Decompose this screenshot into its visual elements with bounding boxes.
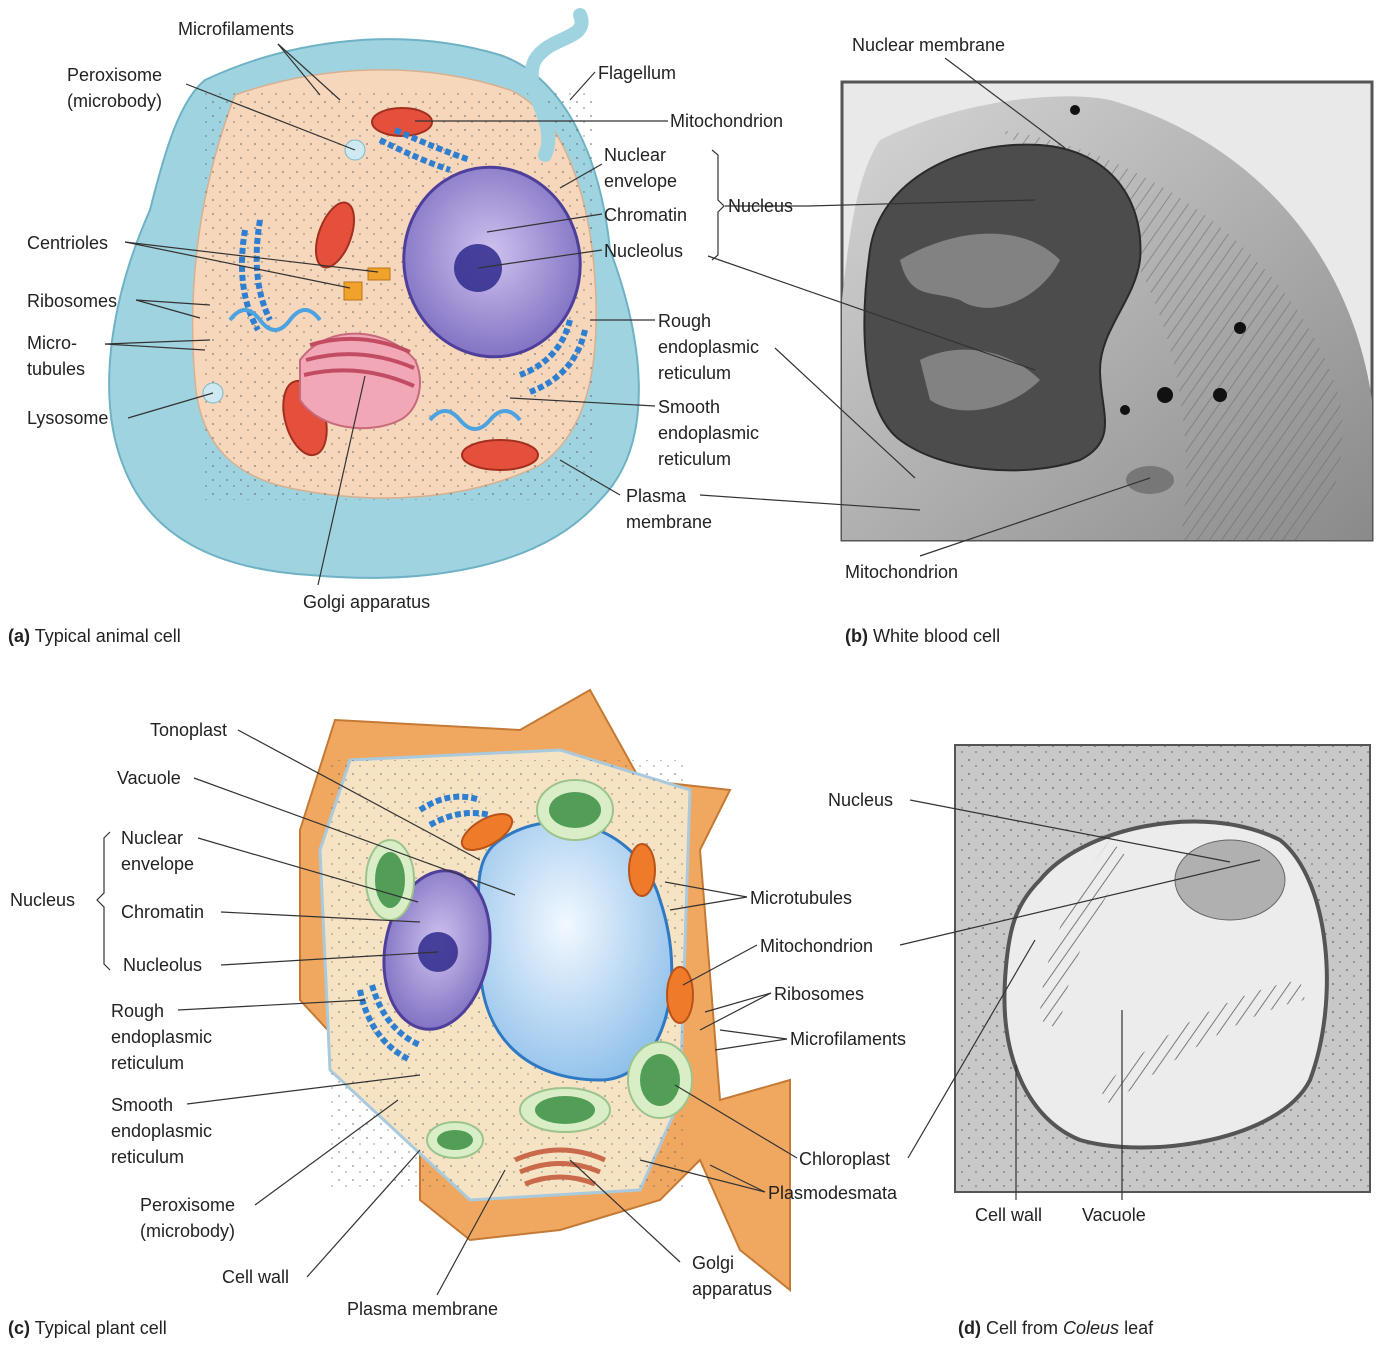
label-smooth-er-c-3: reticulum [111,1144,184,1170]
label-nuclear-envelope-a-2: envelope [604,168,677,194]
label-mitochondrion-c: Mitochondrion [760,933,873,959]
label-vacuole-c: Vacuole [117,765,181,791]
label-smooth-er-c-1: Smooth [111,1092,173,1118]
label-nucleus-a: Nucleus [728,193,793,219]
label-plasma-membrane-a-2: membrane [626,509,712,535]
animal-cell-illustration [109,15,639,578]
label-golgi-c-1: Golgi [692,1250,734,1276]
label-chloroplast: Chloroplast [799,1146,890,1172]
label-tonoplast: Tonoplast [150,717,227,743]
label-nuclear-membrane-b: Nuclear membrane [852,32,1005,58]
label-nucleolus-a: Nucleolus [604,238,683,264]
label-nuclear-envelope-a-1: Nuclear [604,142,666,168]
caption-d: (d) Cell from Coleus leaf [958,1318,1153,1339]
caption-d-letter: (d) [958,1318,981,1338]
label-nuclear-envelope-c-2: envelope [121,851,194,877]
label-mitochondrion-b: Mitochondrion [845,559,958,585]
plant-cell-illustration [300,690,790,1290]
label-ribosomes-a: Ribosomes [27,288,117,314]
animal-centriole-2 [344,282,362,300]
label-vacuole-d: Vacuole [1082,1202,1146,1228]
label-flagellum: Flagellum [598,60,676,86]
caption-d-text-italic: Coleus [1063,1318,1119,1338]
label-chromatin-c: Chromatin [121,899,204,925]
label-microtubules-a-2: tubules [27,356,85,382]
label-rough-er-a-3: reticulum [658,360,731,386]
caption-c: (c) Typical plant cell [8,1318,167,1339]
caption-c-text: Typical plant cell [35,1318,167,1338]
label-centrioles: Centrioles [27,230,108,256]
coleus-leaf-micrograph [955,745,1370,1192]
label-microtubules-c: Microtubules [750,885,852,911]
nucleus-brace-c [97,832,110,970]
caption-d-text-pre: Cell from [986,1318,1058,1338]
leader-microfilaments-c [715,1039,787,1050]
caption-c-letter: (c) [8,1318,30,1338]
label-plasma-membrane-a-1: Plasma [626,483,686,509]
white-blood-cell-micrograph [842,82,1372,540]
leader-ribosomes-c [705,993,771,1012]
label-microfilaments-c: Microfilaments [790,1026,906,1052]
label-microfilaments-a: Microfilaments [178,16,294,42]
animal-mito-4 [462,440,538,470]
label-rough-er-a-2: endoplasmic [658,334,759,360]
wbc-nucleus [864,145,1140,471]
label-microbody-a: (microbody) [67,88,162,114]
label-nuclear-envelope-c-1: Nuclear [121,825,183,851]
caption-d-text-post: leaf [1124,1318,1153,1338]
label-nucleolus-c: Nucleolus [123,952,202,978]
animal-centriole-1 [368,268,390,280]
label-golgi-c-2: apparatus [692,1276,772,1302]
label-plasmodesmata: Plasmodesmata [768,1180,897,1206]
label-nucleus-c: Nucleus [10,887,75,913]
label-lysosome: Lysosome [27,405,108,431]
label-smooth-er-a-1: Smooth [658,394,720,420]
plant-mito-3 [667,967,693,1023]
label-smooth-er-a-2: endoplasmic [658,420,759,446]
label-mitochondrion-a: Mitochondrion [670,108,783,134]
label-smooth-er-a-3: reticulum [658,446,731,472]
animal-mito-1 [372,108,432,136]
label-plasma-membrane-c: Plasma membrane [347,1296,498,1322]
nucleus-brace-a [712,150,724,260]
label-golgi-a: Golgi apparatus [303,589,430,615]
caption-b-text: White blood cell [873,626,1000,646]
label-cell-wall-c: Cell wall [222,1264,289,1290]
label-smooth-er-c-2: endoplasmic [111,1118,212,1144]
label-microtubules-a-1: Micro- [27,330,77,356]
label-ribosomes-c: Ribosomes [774,981,864,1007]
caption-b: (b) White blood cell [845,626,1000,647]
label-chromatin-a: Chromatin [604,202,687,228]
plant-mito-2 [629,844,655,896]
label-rough-er-c-2: endoplasmic [111,1024,212,1050]
label-cell-wall-d: Cell wall [975,1202,1042,1228]
label-nucleus-d: Nucleus [828,787,893,813]
caption-a-letter: (a) [8,626,30,646]
caption-b-letter: (b) [845,626,868,646]
label-peroxisome-a: Peroxisome [67,62,162,88]
label-microbody-c: (microbody) [140,1218,235,1244]
label-rough-er-a-1: Rough [658,308,711,334]
caption-a-text: Typical animal cell [35,626,181,646]
label-peroxisome-c: Peroxisome [140,1192,235,1218]
label-rough-er-c-1: Rough [111,998,164,1024]
coleus-nucleus [1175,840,1285,920]
caption-a: (a) Typical animal cell [8,626,181,647]
label-rough-er-c-3: reticulum [111,1050,184,1076]
